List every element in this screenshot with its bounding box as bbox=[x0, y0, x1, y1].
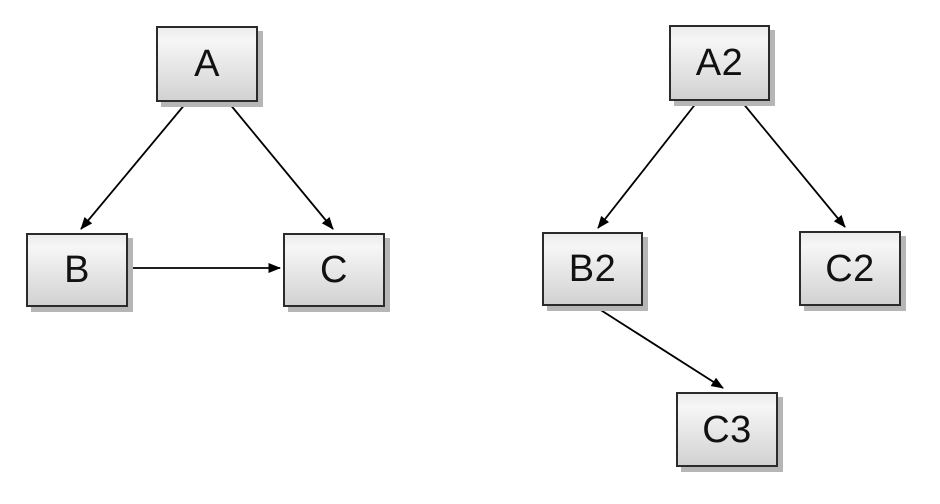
node-a-label: A bbox=[194, 43, 220, 85]
node-b-label: B bbox=[64, 249, 90, 291]
node-c: C bbox=[283, 233, 385, 307]
node-a2-label: A2 bbox=[695, 42, 744, 84]
node-c2-label: C2 bbox=[825, 247, 875, 290]
node-a2: A2 bbox=[669, 25, 770, 101]
edge-A2-C2 bbox=[741, 101, 846, 228]
node-c3: C3 bbox=[676, 392, 778, 467]
edge-A2-B2 bbox=[597, 101, 698, 229]
node-b2: B2 bbox=[542, 232, 643, 306]
node-b2-label: B2 bbox=[568, 248, 617, 290]
node-c2: C2 bbox=[799, 231, 901, 306]
edge-B2-C3 bbox=[595, 306, 724, 389]
node-c-label: C bbox=[320, 249, 348, 291]
edge-A-C bbox=[228, 102, 334, 230]
edge-A-B bbox=[80, 102, 187, 230]
node-c3-label: C3 bbox=[702, 408, 752, 451]
node-b: B bbox=[26, 233, 128, 307]
node-a: A bbox=[156, 26, 258, 102]
